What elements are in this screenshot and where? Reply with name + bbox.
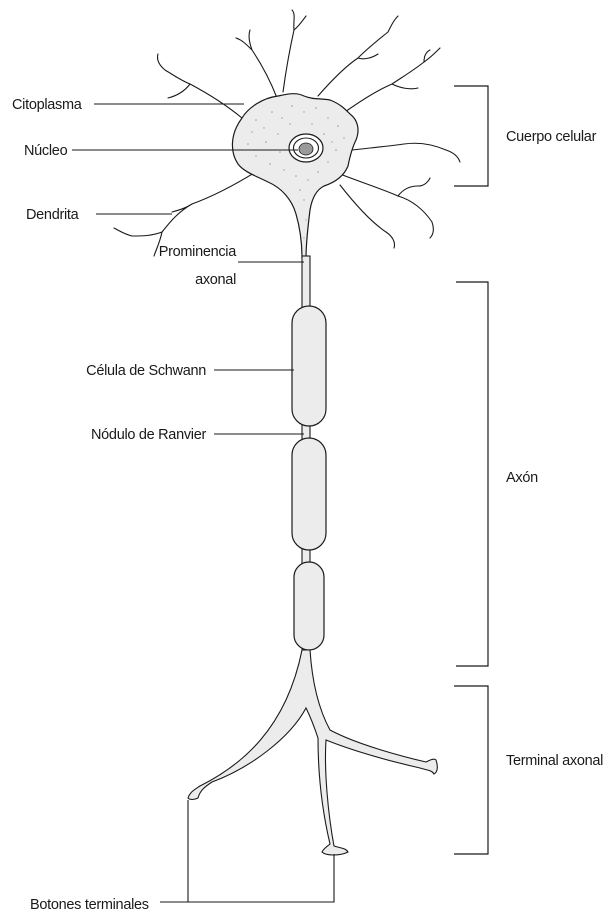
region-cuerpo-celular: Cuerpo celular <box>506 129 597 145</box>
bracket-cuerpo-celular <box>454 86 488 186</box>
cell-body <box>232 94 358 258</box>
bracket-axon <box>456 282 488 666</box>
region-axon: Axón <box>506 470 538 486</box>
myelin-sheath-2 <box>292 438 326 550</box>
bracket-terminal-axonal <box>454 686 488 854</box>
nucleus <box>289 134 323 162</box>
label-prominencia: Prominencia <box>159 244 238 260</box>
label-ranvier: Nódulo de Ranvier <box>91 427 206 443</box>
label-dendrita: Dendrita <box>26 207 80 223</box>
myelin-sheath-3 <box>294 562 324 650</box>
axon-terminal-branches <box>188 650 437 855</box>
label-botones: Botones terminales <box>30 897 149 913</box>
leader-botones <box>188 800 334 902</box>
region-brackets <box>454 86 488 854</box>
label-axonal: axonal <box>195 272 236 288</box>
myelin-sheath-1 <box>292 306 326 426</box>
region-terminal-axonal: Terminal axonal <box>506 753 603 769</box>
label-schwann: Célula de Schwann <box>86 363 206 379</box>
myelin-sheaths <box>292 306 326 650</box>
label-nucleo: Núcleo <box>24 143 68 159</box>
label-citoplasma: Citoplasma <box>12 97 83 113</box>
